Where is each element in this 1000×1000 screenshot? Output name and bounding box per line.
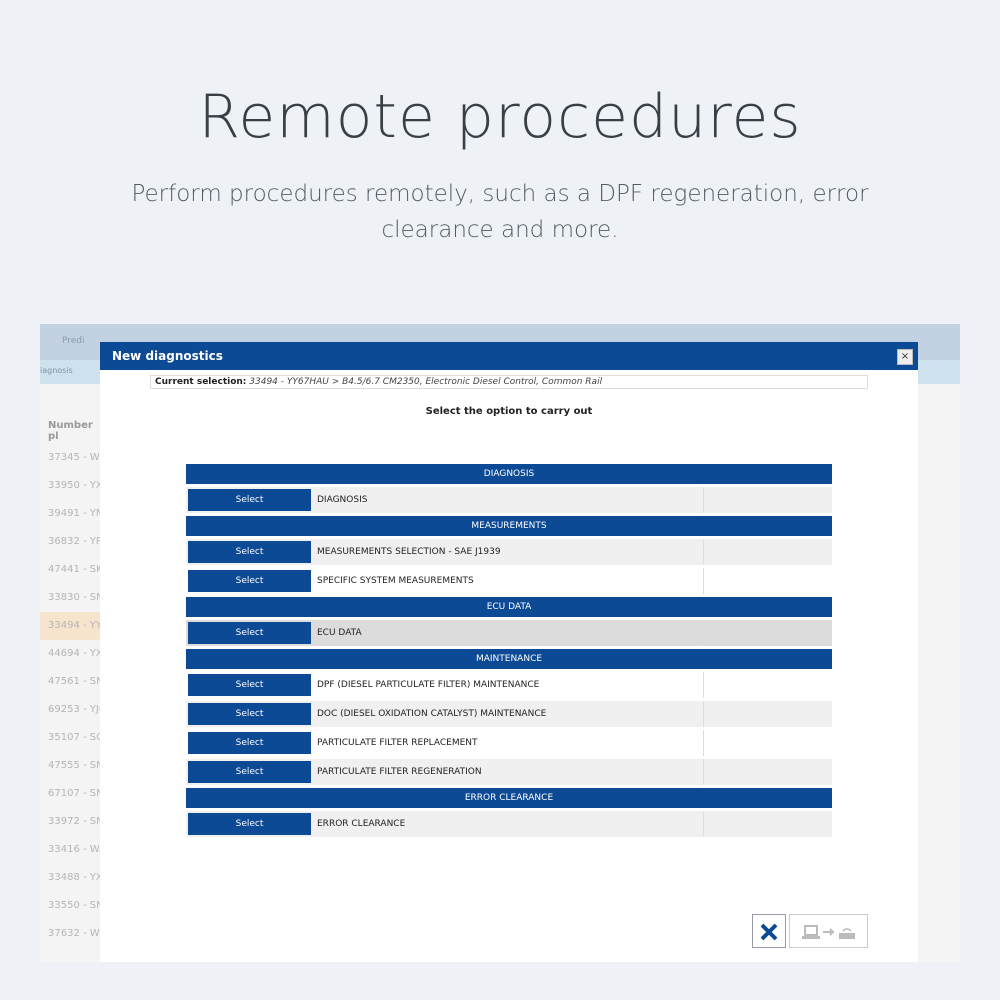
vehicle-list-item[interactable]: 33950 - YX6 xyxy=(48,480,100,491)
select-button[interactable]: Select xyxy=(188,622,311,644)
option-row: Select PARTICULATE FILTER REPLACEMENT xyxy=(186,730,832,756)
option-row: Select PARTICULATE FILTER REGENERATION xyxy=(186,759,832,785)
vehicle-list-item[interactable]: 47555 - SN1 xyxy=(48,760,100,771)
option-extra-cell xyxy=(703,701,832,727)
option-label: DIAGNOSIS xyxy=(317,495,368,505)
dialog-title: New diagnostics xyxy=(100,342,918,370)
page-title: Remote procedures xyxy=(198,82,802,152)
option-extra-cell xyxy=(703,811,832,837)
option-extra-cell xyxy=(703,730,832,756)
option-extra-cell xyxy=(703,487,832,513)
section-header: DIAGNOSIS xyxy=(186,464,832,484)
vehicle-list-item[interactable]: 47561 - SN6 xyxy=(48,676,100,687)
options-table: DIAGNOSIS Select DIAGNOSIS MEASUREMENTS Sele… xyxy=(186,462,832,840)
select-button[interactable]: Select xyxy=(188,541,311,563)
option-row: Select DIAGNOSIS xyxy=(186,487,832,513)
vehicle-list-item[interactable]: 35107 - SO1 xyxy=(48,732,100,743)
vehicle-list-item[interactable]: 67107 - SN6 xyxy=(48,788,100,799)
vehicle-list-item[interactable]: 44694 - YX2 xyxy=(48,648,100,659)
vehicle-list-item[interactable]: 33488 - YX6 xyxy=(48,872,100,883)
send-to-device-button[interactable] xyxy=(789,914,868,948)
section-header: ECU DATA xyxy=(186,597,832,617)
select-button[interactable]: Select xyxy=(188,732,311,754)
section-header: MEASUREMENTS xyxy=(186,516,832,536)
section-header: ERROR CLEARANCE xyxy=(186,788,832,808)
vehicle-list-item[interactable]: 33494 - YY6 xyxy=(40,612,100,640)
vehicle-list-item[interactable]: 37345 - WX xyxy=(48,452,100,463)
option-row: Select DOC (DIESEL OXIDATION CATALYST) MA… xyxy=(186,701,832,727)
current-selection: Current selection: 33494 - YY67HAU > B4.… xyxy=(150,375,868,389)
option-row: Select MEASUREMENTS SELECTION - SAE J1939 xyxy=(186,539,832,565)
select-button[interactable]: Select xyxy=(188,570,311,592)
current-selection-label: Current selection: xyxy=(155,377,247,387)
option-label: DOC (DIESEL OXIDATION CATALYST) MAINTENA… xyxy=(317,709,547,719)
option-extra-cell xyxy=(703,539,832,565)
vehicle-list-item[interactable]: 37632 - WX xyxy=(48,928,100,939)
close-button[interactable]: × xyxy=(897,349,913,365)
select-button[interactable]: Select xyxy=(188,489,311,511)
option-row: Select ERROR CLEARANCE xyxy=(186,811,832,837)
x-icon xyxy=(760,923,778,941)
toolbar-item[interactable]: Predi xyxy=(62,336,85,346)
option-label: DPF (DIESEL PARTICULATE FILTER) MAINTENA… xyxy=(317,680,540,690)
option-row: Select SPECIFIC SYSTEM MEASUREMENTS xyxy=(186,568,832,594)
option-extra-cell xyxy=(703,568,832,594)
option-extra-cell xyxy=(703,672,832,698)
current-selection-value: 33494 - YY67HAU > B4.5/6.7 CM2350, Elect… xyxy=(249,377,603,387)
option-label: SPECIFIC SYSTEM MEASUREMENTS xyxy=(317,576,474,586)
select-button[interactable]: Select xyxy=(188,703,311,725)
option-row: Select ECU DATA xyxy=(186,620,832,646)
vehicle-list-item[interactable]: 33416 - WA xyxy=(48,844,100,855)
option-label: ERROR CLEARANCE xyxy=(317,819,406,829)
option-label: PARTICULATE FILTER REGENERATION xyxy=(317,767,482,777)
option-label: ECU DATA xyxy=(317,628,362,638)
vehicle-list-item[interactable]: 33550 - SN5 xyxy=(48,900,100,911)
select-button[interactable]: Select xyxy=(188,813,311,835)
new-diagnostics-dialog: New diagnostics × Current selection: 334… xyxy=(100,342,918,962)
vehicle-list-item[interactable]: 36832 - YP6 xyxy=(48,536,100,547)
list-header: Number pl xyxy=(48,420,93,442)
section-header: MAINTENANCE xyxy=(186,649,832,669)
vehicle-list-item[interactable]: 69253 - YJ0 xyxy=(48,704,100,715)
laptop-to-device-icon xyxy=(801,925,855,939)
vehicle-list-item[interactable]: 33830 - SN6 xyxy=(48,592,100,603)
vehicle-list-item[interactable]: 47441 - SK6 xyxy=(48,564,100,575)
prompt-text: Select the option to carry out xyxy=(425,406,593,417)
option-label: PARTICULATE FILTER REPLACEMENT xyxy=(317,738,478,748)
vehicle-list-item[interactable]: 39491 - YN6 xyxy=(48,508,100,519)
vehicle-list-item[interactable]: 33972 - SN6 xyxy=(48,816,100,827)
vehicle-list: Number pl 37345 - WX 33950 - YX6 39491 - Y… xyxy=(40,404,100,948)
option-extra-cell xyxy=(703,620,832,646)
option-row: Select DPF (DIESEL PARTICULATE FILTER) MA… xyxy=(186,672,832,698)
subbar-tab[interactable]: iagnosis xyxy=(40,366,73,375)
page-subtitle: Perform procedures remotely, such as a D… xyxy=(131,181,869,243)
select-button[interactable]: Select xyxy=(188,761,311,783)
cancel-button[interactable] xyxy=(752,914,786,948)
option-label: MEASUREMENTS SELECTION - SAE J1939 xyxy=(317,547,501,557)
option-extra-cell xyxy=(703,759,832,785)
select-button[interactable]: Select xyxy=(188,674,311,696)
